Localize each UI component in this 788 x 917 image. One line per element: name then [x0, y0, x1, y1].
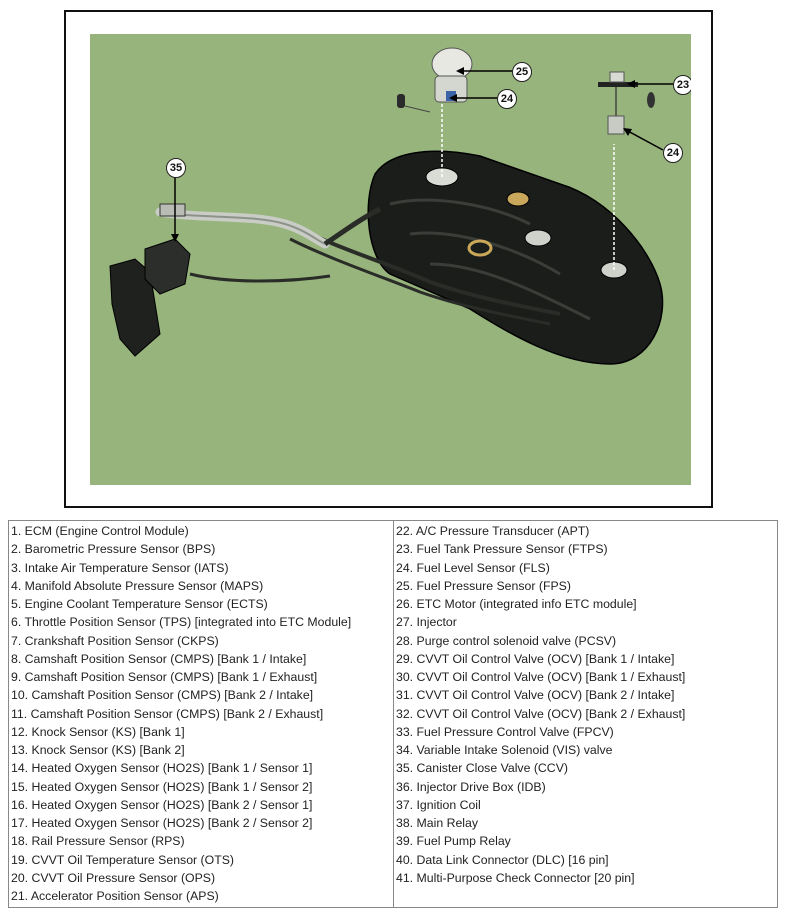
legend-item: 25. Fuel Pressure Sensor (FPS) — [396, 578, 571, 593]
legend-item: 18. Rail Pressure Sensor (RPS) — [11, 834, 185, 849]
legend-item: 34. Variable Intake Solenoid (VIS) valve — [396, 743, 613, 757]
legend-item: 11. Camshaft Position Sensor (CMPS) [Ban… — [11, 706, 324, 721]
legend-item: 14. Heated Oxygen Sensor (HO2S) [Bank 1 … — [11, 761, 313, 776]
legend-item: 17. Heated Oxygen Sensor (HO2S) [Bank 2 … — [11, 816, 313, 830]
legend-item: 12. Knock Sensor (KS) [Bank 1] — [11, 724, 185, 739]
callout-35: 35 — [166, 158, 186, 178]
callout-23: 23 — [673, 75, 691, 95]
legend-item: 36. Injector Drive Box (IDB) — [396, 779, 546, 794]
legend-item: 35. Canister Close Valve (CCV) — [396, 761, 568, 776]
legend-item: 4. Manifold Absolute Pressure Sensor (MA… — [11, 578, 264, 593]
legend-item: 28. Purge control solenoid valve (PCSV) — [396, 633, 617, 648]
callout-24-pump: 24 — [497, 89, 517, 109]
legend-item: 1. ECM (Engine Control Module) — [11, 524, 189, 538]
legend-item: 33. Fuel Pressure Control Valve (FPCV) — [396, 724, 614, 739]
legend-item: 15. Heated Oxygen Sensor (HO2S) [Bank 1 … — [11, 779, 313, 794]
legend-item: 30. CVVT Oil Control Valve (OCV) [Bank 1… — [396, 670, 686, 684]
legend-item: 13. Knock Sensor (KS) [Bank 2] — [11, 743, 185, 757]
legend-item: 40. Data Link Connector (DLC) [16 pin] — [396, 852, 609, 867]
legend-item: 19. CVVT Oil Temperature Sensor (OTS) — [11, 852, 235, 867]
legend-item: 38. Main Relay — [396, 816, 479, 830]
legend-item: 20. CVVT Oil Pressure Sensor (OPS) — [11, 870, 216, 885]
legend-item: 41. Multi-Purpose Check Connector [20 pi… — [396, 870, 635, 885]
legend-item: 23. Fuel Tank Pressure Sensor (FTPS) — [396, 542, 608, 557]
legend-item: 26. ETC Motor (integrated info ETC modul… — [396, 597, 637, 611]
legend-column-right: 22. A/C Pressure Transducer (APT) 23. Fu… — [393, 521, 777, 907]
legend-column-left: 1. ECM (Engine Control Module) 2. Barome… — [9, 521, 393, 907]
legend-item: 37. Ignition Coil — [396, 797, 481, 812]
legend-item: 7. Crankshaft Position Sensor (CKPS) — [11, 633, 219, 648]
legend-item: 29. CVVT Oil Control Valve (OCV) [Bank 1… — [396, 651, 675, 666]
legend-item: 31. CVVT Oil Control Valve (OCV) [Bank 2… — [396, 688, 675, 703]
legend-item: 3. Intake Air Temperature Sensor (IATS) — [11, 560, 229, 575]
figure-frame: 25 24 23 24 35 — [64, 10, 713, 508]
legend-item: 24. Fuel Level Sensor (FLS) — [396, 560, 550, 575]
legend-item: 9. Camshaft Position Sensor (CMPS) [Bank… — [11, 670, 318, 684]
callout-25: 25 — [512, 62, 532, 82]
legend-item: 39. Fuel Pump Relay — [396, 834, 511, 849]
fuel-system-photo: 25 24 23 24 35 — [90, 34, 691, 485]
legend-item: 8. Camshaft Position Sensor (CMPS) [Bank… — [11, 651, 307, 666]
legend-item: 5. Engine Coolant Temperature Sensor (EC… — [11, 597, 268, 611]
legend-item: 2. Barometric Pressure Sensor (BPS) — [11, 542, 216, 557]
legend-item: 32. CVVT Oil Control Valve (OCV) [Bank 2… — [396, 706, 686, 721]
component-legend-table: 1. ECM (Engine Control Module) 2. Barome… — [8, 520, 778, 908]
legend-item: 27. Injector — [396, 615, 457, 630]
legend-item: 22. A/C Pressure Transducer (APT) — [396, 524, 590, 538]
legend-item: 16. Heated Oxygen Sensor (HO2S) [Bank 2 … — [11, 797, 313, 812]
legend-item: 21. Accelerator Position Sensor (APS) — [11, 889, 219, 903]
fuel-system-illustration — [109, 47, 673, 365]
legend-item: 6. Throttle Position Sensor (TPS) [integ… — [11, 615, 352, 630]
legend-item: 10. Camshaft Position Sensor (CMPS) [Ban… — [11, 688, 314, 703]
callout-24-sender: 24 — [663, 143, 683, 163]
